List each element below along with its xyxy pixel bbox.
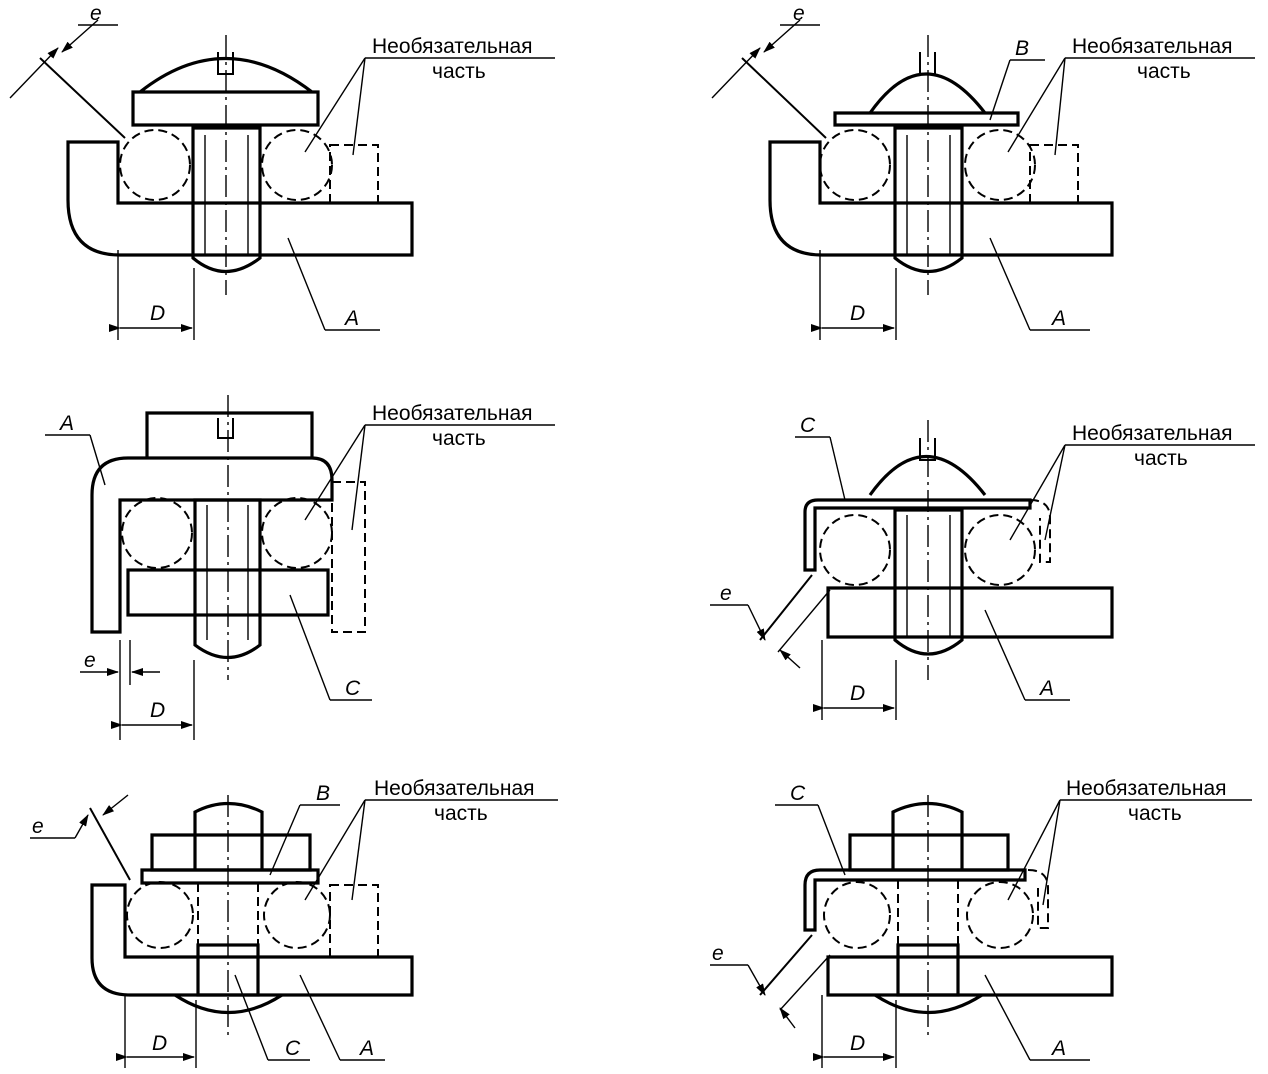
optional-part-label-line2: часть: [432, 427, 486, 450]
optional-part-label-line2: часть: [1134, 447, 1188, 470]
label-d: D: [150, 699, 165, 722]
label-d: D: [150, 302, 165, 325]
figure-nut-terminal-6: D e C A Необязательная часть: [710, 777, 1252, 1068]
part-c-bent: [803, 498, 1032, 572]
optional-part-label-line1: Необязательная: [372, 35, 533, 58]
clamped-conductor-left: [119, 129, 191, 201]
label-c: C: [345, 677, 361, 700]
screw-head: [131, 57, 320, 127]
optional-part-label-line1: Необязательная: [372, 402, 533, 425]
optional-part-label-line2: часть: [434, 802, 488, 825]
label-e: e: [84, 649, 96, 672]
label-b: B: [1015, 37, 1029, 60]
screw-shank: [191, 126, 262, 273]
washer-b: [140, 868, 320, 885]
clamped-conductor-right: [261, 129, 333, 201]
label-b: B: [316, 782, 330, 805]
label-d: D: [850, 1032, 865, 1055]
label-a: A: [343, 307, 359, 330]
washer-b: [833, 111, 1020, 127]
label-d: D: [850, 682, 865, 705]
label-e: e: [793, 2, 805, 25]
label-a: A: [1038, 677, 1054, 700]
optional-part-label-line2: часть: [432, 60, 486, 83]
label-e: e: [712, 942, 724, 965]
figure-screw-terminal-3: D e A C Необязательная часть: [45, 395, 555, 740]
label-d: D: [152, 1032, 167, 1055]
label-c: C: [800, 414, 816, 437]
optional-part-label-line1: Необязательная: [374, 777, 535, 800]
label-e: e: [720, 582, 732, 605]
label-a: A: [1050, 307, 1066, 330]
figure-nut-terminal-5: D e B C A Необязательная часть: [30, 777, 558, 1068]
label-a: A: [1050, 1037, 1066, 1060]
optional-part-label-line1: Необязательная: [1072, 35, 1233, 58]
optional-part-label-line2: часть: [1137, 60, 1191, 83]
figure-screw-terminal-1: D e A Необязательная часть: [9, 2, 555, 340]
figure-screw-terminal-4: D e C A Необязательная часть: [710, 414, 1255, 720]
part-a-base: [66, 140, 414, 257]
label-c: C: [285, 1037, 301, 1060]
optional-part-label-line1: Необязательная: [1066, 777, 1227, 800]
label-d: D: [850, 302, 865, 325]
label-c: C: [790, 782, 806, 805]
label-a: A: [358, 1037, 374, 1060]
optional-part-block: [329, 144, 379, 204]
optional-part-label-line2: часть: [1128, 802, 1182, 825]
label-a: A: [58, 412, 74, 435]
label-e: e: [32, 815, 44, 838]
figure-screw-terminal-2: D e A B Необязательная часть: [711, 2, 1255, 340]
label-e: e: [90, 2, 102, 25]
nut: [150, 833, 312, 872]
optional-part-label-line1: Необязательная: [1072, 422, 1233, 445]
